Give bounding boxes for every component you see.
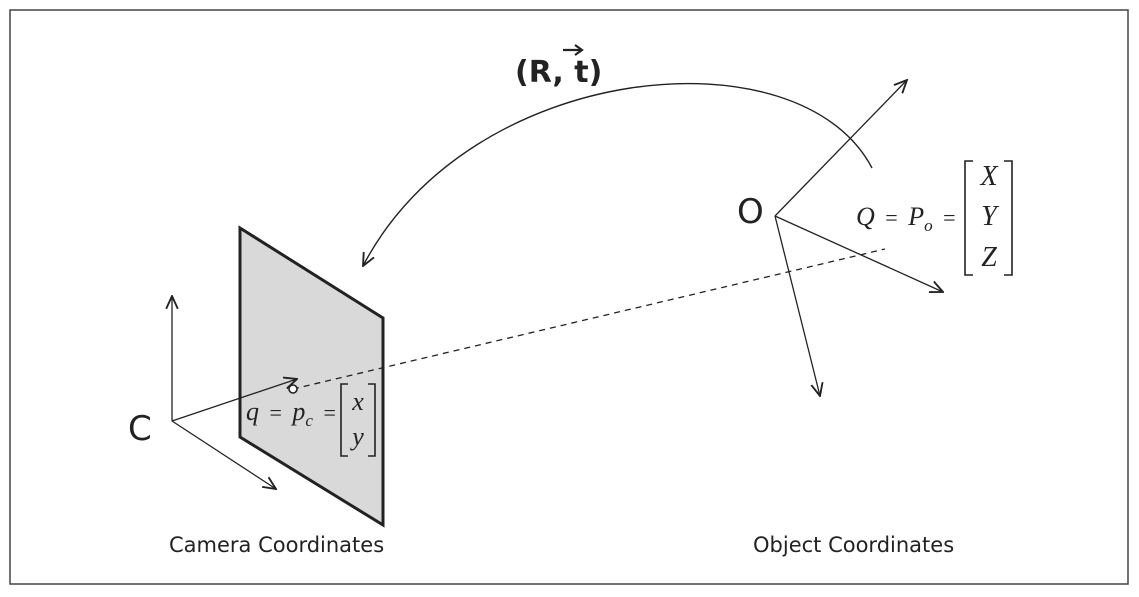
- camera-matrix-right-bracket: [368, 383, 376, 457]
- camera-axis-forward: [171, 379, 297, 422]
- transform-label-suffix: ): [589, 55, 603, 90]
- object-axis-up: [774, 80, 907, 217]
- object-matrix-entry-x: X: [979, 161, 998, 192]
- projection-ray: [292, 248, 886, 390]
- transform-arc: [363, 82, 873, 266]
- camera-axis-side: [171, 420, 276, 489]
- object-axis-right: [774, 215, 943, 292]
- projected-point-marker: [288, 384, 298, 394]
- vector-arrow-head: [574, 44, 584, 56]
- object-caption: Object Coordinates: [753, 533, 954, 557]
- object-matrix-entry-y: Y: [981, 201, 1000, 232]
- object-point-p: P: [907, 202, 924, 231]
- object-point-sub: o: [924, 216, 933, 235]
- camera-point-sub: c: [305, 411, 313, 430]
- transform-label-prefix: (R,: [515, 55, 574, 90]
- camera-point-p: p: [290, 397, 305, 426]
- camera-caption: Camera Coordinates: [169, 533, 384, 557]
- camera-point-eq2: =: [323, 400, 335, 425]
- camera-point-equation: q = pc =: [246, 397, 336, 432]
- camera-origin-label: C: [128, 409, 152, 449]
- object-point-lhs: Q: [856, 202, 875, 231]
- figure-frame: [9, 9, 1129, 585]
- object-matrix-entry-z: Z: [981, 242, 997, 273]
- camera-point-lhs: q: [246, 397, 259, 426]
- camera-matrix-left-bracket: [340, 383, 348, 457]
- image-plane: [238, 225, 385, 528]
- camera-matrix-entry-y: y: [349, 422, 364, 451]
- transform-label-t: t: [574, 55, 588, 90]
- object-origin-label: O: [737, 192, 764, 232]
- object-matrix-right-bracket: [1004, 160, 1013, 276]
- camera-matrix-entry-x: x: [351, 387, 364, 416]
- transform-label: (R, t): [515, 55, 602, 90]
- object-point-eq2: =: [943, 205, 955, 230]
- object-matrix-left-bracket: [964, 160, 973, 276]
- object-point-eq1: =: [885, 205, 897, 230]
- object-axis-down: [774, 215, 820, 396]
- object-point-equation: Q = Po =: [856, 202, 956, 237]
- camera-point-eq1: =: [270, 400, 282, 425]
